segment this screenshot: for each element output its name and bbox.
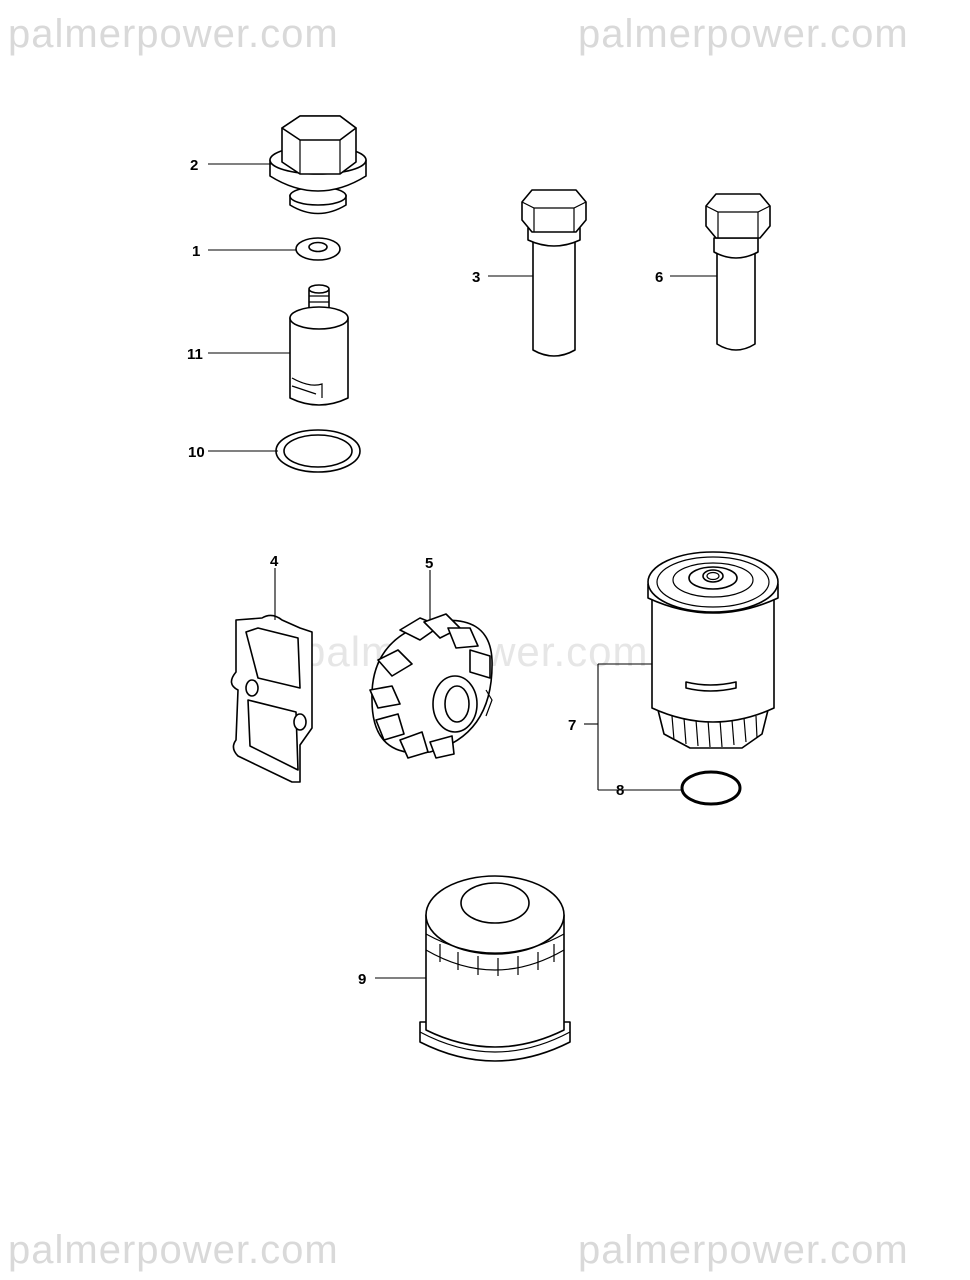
callout-8: 8 (616, 782, 624, 799)
callout-1: 1 (192, 243, 200, 260)
watermark-top-right: palmerpower.com (578, 12, 909, 56)
callout-6: 6 (655, 269, 663, 286)
callout-11: 11 (187, 346, 203, 363)
part-6-bolt[interactable] (705, 193, 771, 351)
watermark-top-left: palmerpower.com (8, 12, 339, 56)
part-11-plug[interactable] (289, 284, 349, 406)
part-9-spin-on-filter[interactable] (419, 875, 571, 1062)
callout-2: 2 (190, 157, 198, 174)
callout-10: 10 (188, 444, 205, 461)
callout-7: 7 (568, 717, 576, 734)
part-10-gasket[interactable] (275, 429, 361, 473)
callout-4: 4 (270, 553, 279, 570)
part-5-gear[interactable] (369, 613, 493, 759)
part-1-washer[interactable] (295, 237, 341, 261)
part-3-bolt[interactable] (521, 189, 587, 357)
callout-9: 9 (358, 971, 366, 988)
callout-5: 5 (425, 555, 433, 572)
part-7-filter-cartridge[interactable] (647, 551, 779, 749)
part-8-o-ring[interactable] (680, 770, 742, 806)
watermark-bottom-right: palmerpower.com (578, 1228, 909, 1272)
watermark-bottom-left: palmerpower.com (8, 1228, 339, 1272)
part-2-filler-cap[interactable] (269, 115, 367, 215)
callout-3: 3 (472, 269, 480, 286)
part-4-pump-gasket[interactable] (230, 614, 313, 783)
